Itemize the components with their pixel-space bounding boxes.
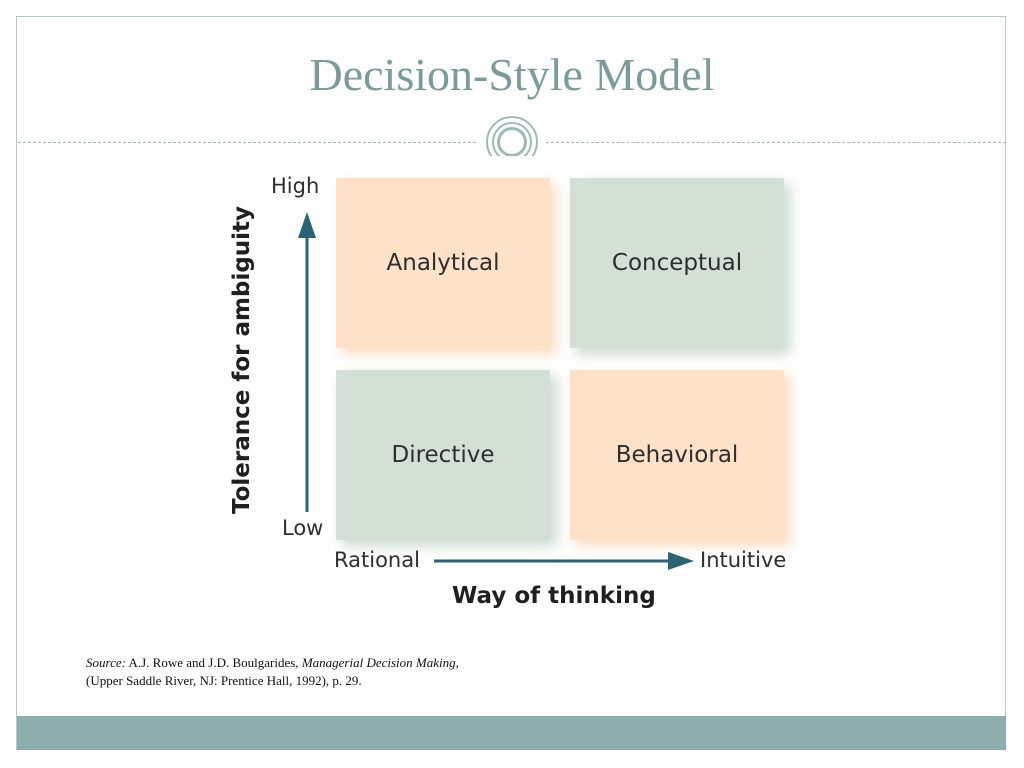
source-citation: Source: A.J. Rowe and J.D. Boulgarides, … (86, 654, 466, 690)
quadrant-behavioral: Behavioral (570, 370, 784, 540)
y-axis-arrowhead-icon (298, 212, 316, 238)
title-divider-left (18, 142, 476, 143)
source-book-title: Managerial Decision Making (301, 655, 456, 670)
circle-ornament-icon (486, 116, 538, 156)
x-axis-right-label: Intuitive (700, 548, 787, 572)
x-axis-arrowhead-icon (668, 552, 694, 570)
footer-band (17, 716, 1006, 750)
source-prefix: Source: (86, 655, 126, 670)
y-axis-high-label: High (271, 174, 320, 198)
source-authors: A.J. Rowe and J.D. Boulgarides, (125, 655, 302, 670)
x-axis-title: Way of thinking (452, 583, 656, 609)
slide-title: Decision-Style Model (309, 49, 715, 100)
source-details: , (Upper Saddle River, NJ: Prentice Hall… (86, 655, 459, 688)
title-divider-right (546, 142, 1006, 143)
quadrant-directive: Directive (336, 370, 550, 540)
quadrant-conceptual: Conceptual (570, 178, 784, 348)
x-axis-left-label: Rational (334, 548, 420, 572)
y-axis-title: Tolerance for ambiguity (229, 205, 255, 515)
quadrant-analytical: Analytical (336, 178, 550, 348)
y-axis-low-label: Low (282, 516, 324, 540)
